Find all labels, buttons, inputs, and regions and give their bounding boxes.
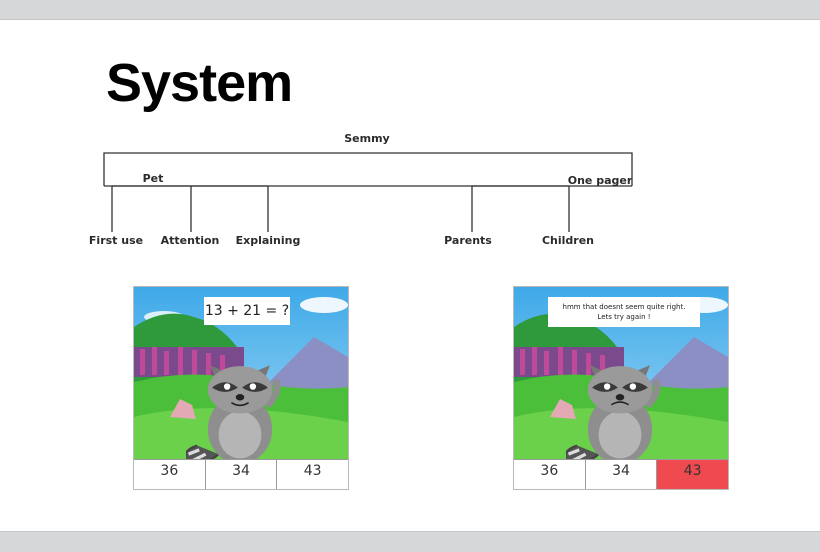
node-explaining: Explaining [236,234,301,247]
node-semmy: Semmy [344,132,389,145]
raccoon-mascot-illustration [186,365,281,464]
feedback-line-2: Lets try again ! [597,313,651,321]
answer-options: 36 34 43 [514,459,728,489]
node-pet: Pet [143,172,164,185]
answer-button-34[interactable]: 34 [585,460,658,489]
edge-root-bracket [103,152,633,186]
feedback-line-1: hmm that doesnt seem quite right. [562,303,686,311]
node-parents: Parents [444,234,492,247]
node-attention: Attention [161,234,220,247]
answer-button-34[interactable]: 34 [205,460,278,489]
quiz-screen-question: 13 + 21 = ? 36 34 43 [133,286,349,490]
answer-options: 36 34 43 [134,459,348,489]
feedback-bubble: hmm that doesnt seem quite right. Lets t… [548,297,700,327]
slide: System Semmy Pet First use Attention Exp… [0,19,820,532]
quiz-screen-wrong-answer: hmm that doesnt seem quite right. Lets t… [513,286,729,490]
edge-onepager-bracket [471,185,569,232]
answer-button-43-wrong[interactable]: 43 [657,460,728,489]
answer-button-43[interactable]: 43 [277,460,348,489]
node-one-pager: One pager [568,174,633,187]
hierarchy-diagram: Semmy Pet First use Attention Explaining… [89,132,633,247]
question-bubble: 13 + 21 = ? [204,297,290,325]
slide-title: System [106,53,293,113]
node-children: Children [542,234,594,247]
answer-button-36[interactable]: 36 [514,460,586,489]
raccoon-mascot-illustration [566,365,661,464]
answer-button-36[interactable]: 36 [134,460,206,489]
node-first-use: First use [89,234,143,247]
